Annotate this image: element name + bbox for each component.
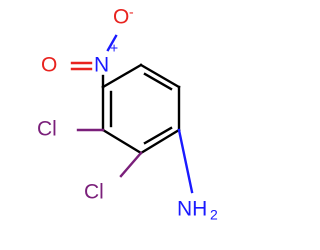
ring-bond-c1-c2 bbox=[101, 128, 143, 155]
chlorine-3-label: Cl bbox=[37, 118, 57, 141]
nitro-nitrogen-charge: + bbox=[110, 40, 118, 56]
ring-bond-c6-c1 bbox=[139, 128, 181, 155]
ring-bond-c4-c5 bbox=[139, 63, 181, 89]
oxygen-anion-charge: - bbox=[129, 4, 134, 20]
amine-label: NH bbox=[177, 198, 207, 221]
amine-subscript: 2 bbox=[210, 207, 218, 223]
ring-bond-c3-c4 bbox=[101, 63, 143, 89]
bond-c1-cl bbox=[119, 151, 143, 178]
molecule-canvas: O - N + O Cl Cl NH 2 bbox=[37, 3, 218, 223]
structure-diagram: O - N + O Cl Cl NH 2 bbox=[37, 4, 218, 223]
bond-n-o-single bbox=[106, 34, 118, 52]
oxygen-anion-label: O bbox=[113, 6, 129, 29]
oxygen-double-label: O bbox=[41, 54, 57, 77]
ring-double-bond-inner-top-right bbox=[143, 72, 173, 91]
bond-c6-nh2 bbox=[177, 128, 194, 194]
chlorine-2-label: Cl bbox=[84, 181, 104, 204]
nitro-nitrogen-label: N bbox=[94, 54, 109, 77]
ring-double-bond-inner-bottom-right bbox=[143, 126, 173, 145]
